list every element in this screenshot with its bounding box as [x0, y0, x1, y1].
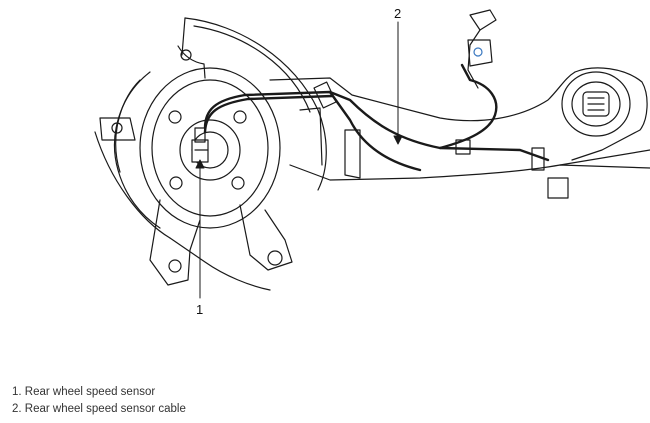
legend-item: 1. Rear wheel speed sensor: [12, 386, 156, 398]
legend-item: 2. Rear wheel speed sensor cable: [12, 403, 186, 415]
brake-disc-shield: [94, 17, 327, 291]
wheel-hub: [139, 67, 281, 229]
leader-lines: [195, 21, 403, 299]
sensor-cable: [203, 63, 550, 172]
callout-1: 1: [196, 302, 203, 317]
callout-2: 2: [394, 6, 401, 21]
knuckle-arm: [99, 45, 293, 286]
legend: 1. Rear wheel speed sensor 2. Rear wheel…: [12, 384, 186, 418]
cable-clips: [313, 81, 569, 199]
suspension-diagram: 1 2: [94, 6, 650, 317]
cable-connector: [467, 9, 497, 89]
rear-bushing: [561, 71, 631, 137]
trailing-arm: [269, 67, 650, 181]
